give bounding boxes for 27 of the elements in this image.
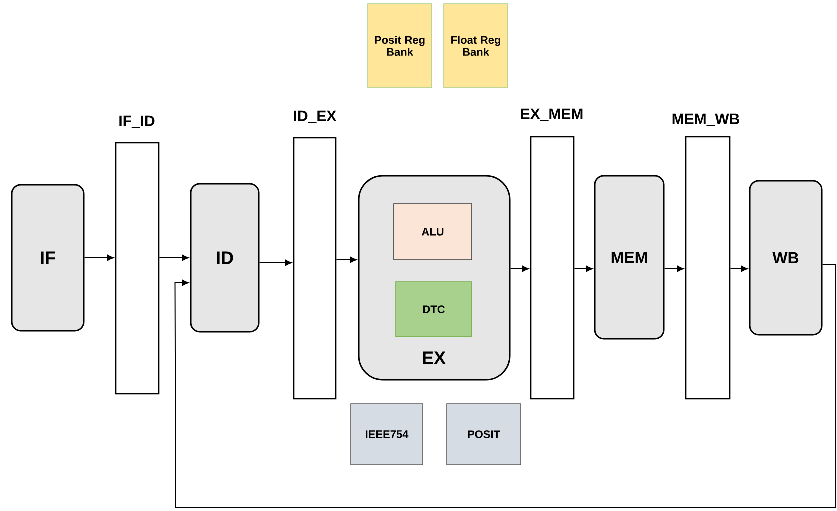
arrow — [174, 264, 836, 508]
unit-box: ALU — [394, 204, 472, 260]
pipeline-register: MEM_WB — [672, 114, 740, 400]
node-label: IF_ID — [120, 116, 155, 128]
format-box: POSIT — [446, 404, 522, 466]
node-label: EX_MEM — [521, 108, 583, 122]
arrow — [510, 266, 530, 272]
node-label: MEM_WB — [672, 114, 740, 126]
arrow — [259, 260, 292, 266]
pipeline-register: ID_EX — [293, 110, 337, 400]
stage-box: ID — [190, 183, 260, 333]
arrow — [336, 256, 357, 264]
stage-box: MEM — [594, 175, 665, 340]
arrow — [84, 254, 114, 262]
pipeline-register: EX_MEM — [521, 108, 583, 400]
arrow — [574, 266, 593, 272]
bank-box: Posit Reg Bank — [368, 4, 432, 88]
arrow — [664, 266, 684, 272]
arrow — [159, 254, 189, 262]
pipeline-register: IF_ID — [115, 116, 160, 395]
node-label: ID_EX — [294, 110, 337, 124]
bank-box: Float Reg Bank — [444, 4, 508, 88]
stage-box: IF — [11, 184, 85, 332]
format-box: IEEE754 — [350, 404, 424, 466]
stage-box: WB — [749, 180, 823, 336]
unit-box: DTC — [396, 282, 472, 338]
arrow — [730, 266, 748, 272]
